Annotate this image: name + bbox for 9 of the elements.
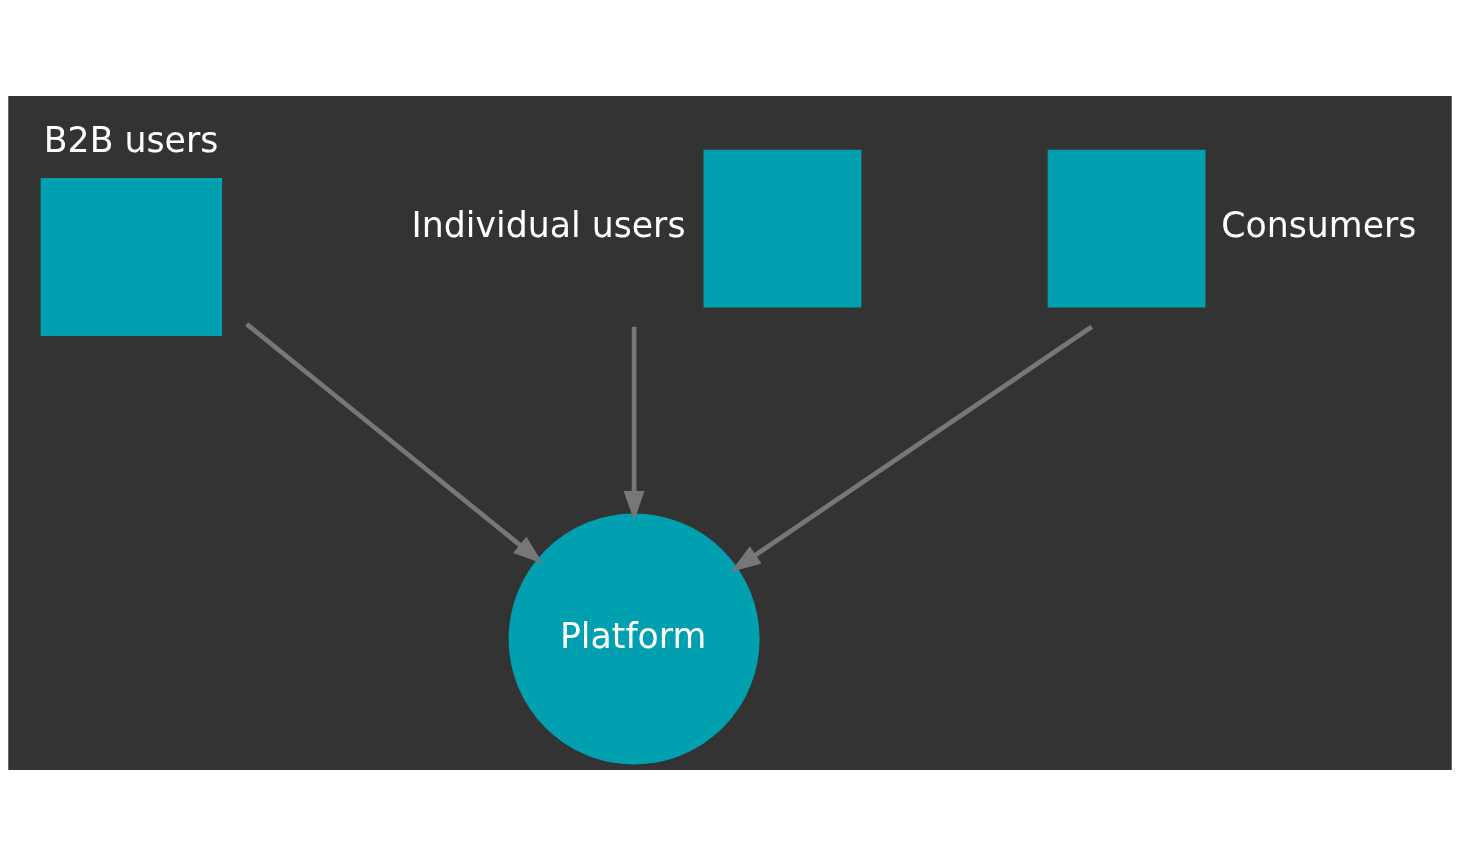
arrow [623, 326, 645, 521]
node-label: Individual users [411, 205, 686, 246]
arrow [245, 322, 544, 564]
node-label: B2B users [43, 120, 219, 161]
node-box [703, 149, 862, 308]
arrow [730, 324, 1094, 572]
node-box [1047, 149, 1206, 308]
node-box [40, 178, 223, 336]
node-label: Consumers [1221, 205, 1417, 246]
